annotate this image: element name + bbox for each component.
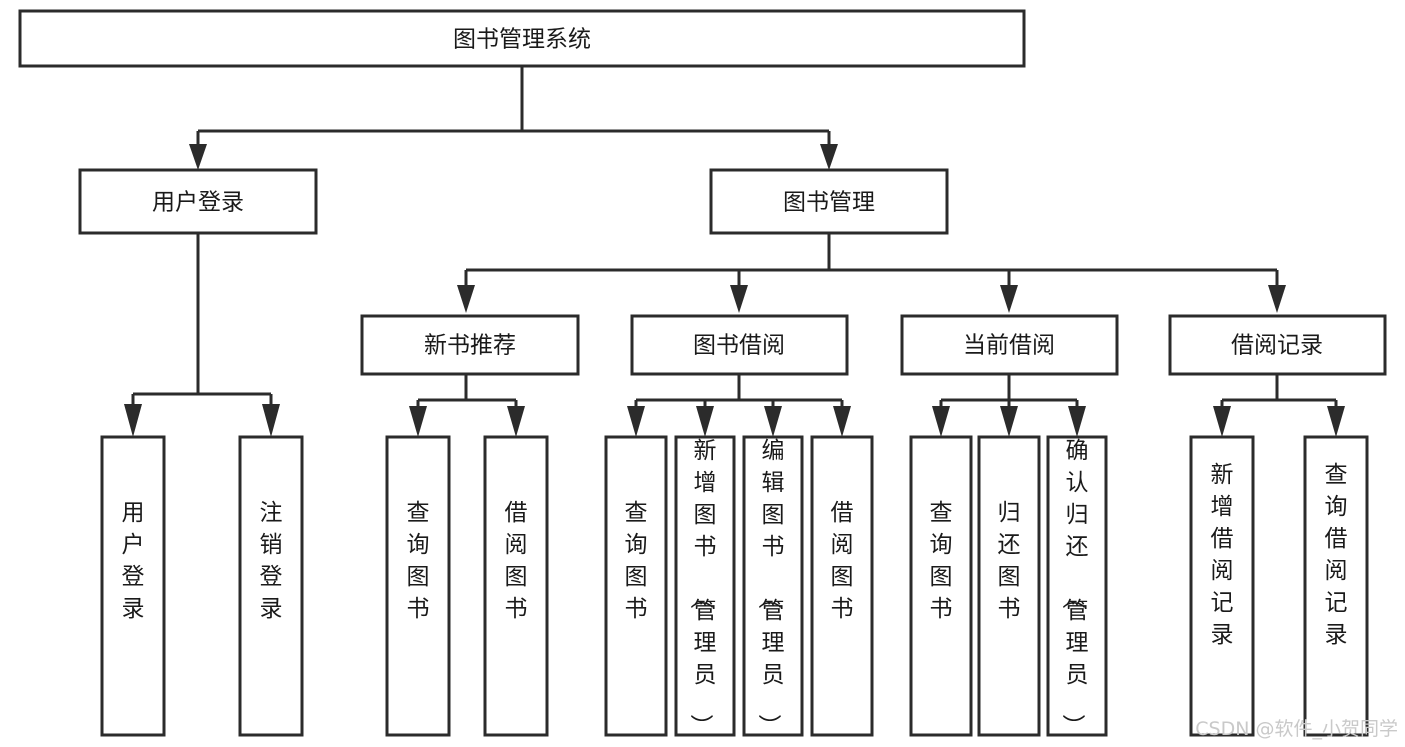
leaf-box	[100, 435, 166, 737]
book-borrow-label: 图书借阅	[693, 333, 785, 359]
leaf-label: 新增借阅记录	[1211, 462, 1234, 648]
node-new-book-recommend[interactable]: 新书推荐	[360, 314, 580, 376]
leaf-box	[1189, 435, 1255, 737]
leaf-label: 归还图书	[998, 500, 1021, 622]
new-book-recommend-label: 新书推荐	[424, 333, 516, 359]
node-root[interactable]: 图书管理系统	[18, 9, 1026, 68]
leaf-box	[909, 435, 973, 737]
book-borrow-box	[630, 314, 849, 376]
current-borrow-label: 当前借阅	[963, 333, 1055, 359]
book-management-label: 图书管理	[783, 190, 875, 216]
leaf-box	[1303, 435, 1369, 737]
arrow-root-to-book-mgmt	[820, 144, 838, 170]
leaf-borrow-record-1[interactable]: 查询借阅记录	[1303, 435, 1369, 737]
arrow-book-mgmt-to-l2-1	[730, 285, 748, 313]
node-user-login[interactable]: 用户登录	[78, 168, 318, 235]
node-borrow-record[interactable]: 借阅记录	[1168, 314, 1387, 376]
user-login-label: 用户登录	[152, 190, 244, 216]
leaf-new-book-recommend-0[interactable]: 查询图书	[385, 435, 451, 737]
new-book-recommend-box	[360, 314, 580, 376]
arrow-current-borrow-leaf-2	[1068, 406, 1086, 437]
leaf-box	[483, 435, 549, 737]
arrow-current-borrow-leaf-1	[1000, 406, 1018, 437]
leaf-box	[385, 435, 451, 737]
leaf-box	[977, 435, 1041, 737]
leaf-box	[1046, 435, 1108, 737]
leaf-book-borrow-3[interactable]: 借阅图书	[810, 435, 874, 737]
arrow-book-mgmt-to-l2-2	[1000, 285, 1018, 313]
leaf-label: 查询图书	[930, 500, 953, 622]
leaf-box	[674, 435, 736, 737]
leaf-box	[238, 435, 304, 737]
arrow-book-borrow-leaf-3	[833, 406, 851, 437]
arrow-book-borrow-leaf-1	[696, 406, 714, 437]
borrow-record-box	[1168, 314, 1387, 376]
arrow-current-borrow-leaf-0	[932, 406, 950, 437]
arrow-book-borrow-leaf-0	[627, 406, 645, 437]
leaf-label: 新增图书（管理员）	[688, 438, 717, 737]
leaf-label: 查询图书	[407, 500, 430, 622]
leaf-label: 编辑图书（管理员）	[756, 438, 785, 737]
leaf-box	[604, 435, 668, 737]
leaf-borrow-record-0[interactable]: 新增借阅记录	[1189, 435, 1255, 737]
arrow-borrow-record-leaf-0	[1213, 406, 1231, 437]
arrow-root-to-user-login	[189, 144, 207, 170]
arrow-book-mgmt-to-l2-0	[457, 285, 475, 313]
leaf-current-borrow-1[interactable]: 归还图书	[977, 435, 1041, 737]
node-current-borrow[interactable]: 当前借阅	[900, 314, 1119, 376]
borrow-record-label: 借阅记录	[1231, 333, 1323, 359]
leaf-label: 确认归还（管理员）	[1060, 438, 1089, 737]
leaf-user-login-0[interactable]: 用户登录	[100, 435, 166, 737]
leaf-label: 用户登录	[122, 500, 145, 622]
leaf-box	[742, 435, 804, 737]
arrow-user-login-leaf-1	[262, 404, 280, 437]
leaf-label: 查询图书	[625, 500, 648, 622]
leaf-label: 借阅图书	[505, 500, 528, 622]
root-label: 图书管理系统	[453, 27, 591, 53]
leaf-label: 查询借阅记录	[1325, 462, 1348, 648]
arrow-book-mgmt-to-l2-3	[1268, 285, 1286, 313]
leaf-box	[810, 435, 874, 737]
arrow-new-book-leaf-1	[507, 406, 525, 437]
leaf-current-borrow-2[interactable]: 确认归还（管理员）	[1046, 435, 1108, 737]
arrow-book-borrow-leaf-2	[764, 406, 782, 437]
leaf-current-borrow-0[interactable]: 查询图书	[909, 435, 973, 737]
arrow-new-book-leaf-0	[409, 406, 427, 437]
connector-layer	[124, 66, 1345, 437]
node-book-management[interactable]: 图书管理	[709, 168, 949, 235]
leaf-book-borrow-2[interactable]: 编辑图书（管理员）	[742, 435, 804, 737]
leaf-label: 注销登录	[260, 500, 283, 622]
current-borrow-box	[900, 314, 1119, 376]
user-login-box	[78, 168, 318, 235]
leaf-new-book-recommend-1[interactable]: 借阅图书	[483, 435, 549, 737]
root-box	[18, 9, 1026, 68]
leaf-book-borrow-1[interactable]: 新增图书（管理员）	[674, 435, 736, 737]
arrow-user-login-leaf-0	[124, 404, 142, 437]
leaf-label: 借阅图书	[831, 500, 854, 622]
node-book-borrow[interactable]: 图书借阅	[630, 314, 849, 376]
csdn-watermark: CSDN @软件_小贺同学	[1195, 718, 1398, 740]
arrow-borrow-record-leaf-1	[1327, 406, 1345, 437]
leaf-user-login-1[interactable]: 注销登录	[238, 435, 304, 737]
book-management-box	[709, 168, 949, 235]
leaf-book-borrow-0[interactable]: 查询图书	[604, 435, 668, 737]
